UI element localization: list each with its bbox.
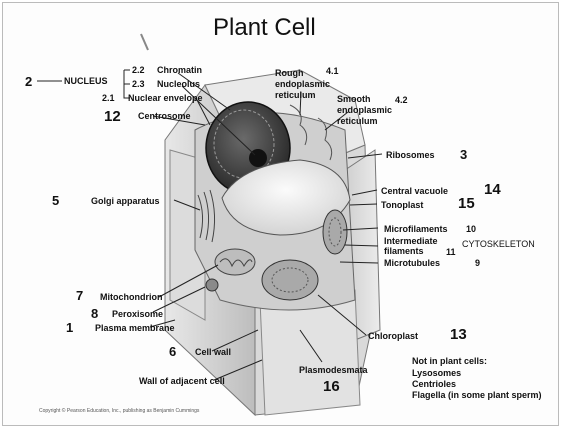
nucleus-label: NUCLEUS xyxy=(64,76,108,86)
rough-er-label-line1: Rough xyxy=(275,68,304,78)
mitochondrion xyxy=(215,249,255,275)
golgi-label: Golgi apparatus xyxy=(91,196,160,206)
nucleolus-number: 2.3 xyxy=(132,79,145,89)
nucleus-number: 2 xyxy=(25,74,32,89)
smooth-er-label-line3: reticulum xyxy=(337,116,378,126)
not-in-plant-item-centrioles: Centrioles xyxy=(412,379,456,389)
plasma-membrane-number: 1 xyxy=(66,320,73,335)
page-title: Plant Cell xyxy=(213,14,316,42)
nucleolus-label: Nucleolus xyxy=(157,79,200,89)
chloroplast-number: 13 xyxy=(450,326,467,343)
smooth-er-number: 4.2 xyxy=(395,95,408,105)
central-vacuole-label: Central vacuole xyxy=(381,186,448,196)
not-in-plant-item-flagella: Flagella (in some plant sperm) xyxy=(412,390,542,400)
plasmodesmata-label: Plasmodesmata xyxy=(299,365,368,375)
not-in-plant-cells-title: Not in plant cells: xyxy=(412,356,487,366)
peroxisome-label: Peroxisome xyxy=(112,309,163,319)
microtubules-number: 9 xyxy=(475,258,480,268)
rough-er-label-line3: reticulum xyxy=(275,90,316,100)
central-vacuole-number: 14 xyxy=(484,181,501,198)
centrosome-number: 12 xyxy=(104,108,121,125)
wall-of-adjacent-cell-label: Wall of adjacent cell xyxy=(139,376,225,386)
plasmodesmata-number: 16 xyxy=(323,378,340,395)
cytoskeleton-label: CYTOSKELETON xyxy=(462,239,535,249)
centrosome-label: Centrosome xyxy=(138,111,191,121)
cell-wall-number: 6 xyxy=(169,344,176,359)
tonoplast-label: Tonoplast xyxy=(381,200,423,210)
copyright-notice: Copyright © Pearson Education, Inc., pub… xyxy=(39,408,199,414)
nuclear-envelope-label: Nuclear envelope xyxy=(128,93,203,103)
chromatin-number: 2.2 xyxy=(132,65,145,75)
pen-mark xyxy=(141,34,148,50)
microfilaments-label: Microfilaments xyxy=(384,224,448,234)
ribosomes-number: 3 xyxy=(460,147,467,162)
plasma-membrane-label: Plasma membrane xyxy=(95,323,175,333)
golgi-number: 5 xyxy=(52,193,59,208)
intermediate-filaments-line2: filaments xyxy=(384,246,424,256)
peroxisome xyxy=(206,279,218,291)
ribosomes-label: Ribosomes xyxy=(386,150,435,160)
rough-er-number: 4.1 xyxy=(326,66,339,76)
chromatin-label: Chromatin xyxy=(157,65,202,75)
smooth-er-label-line1: Smooth xyxy=(337,94,371,104)
mitochondrion-label: Mitochondrion xyxy=(100,292,163,302)
nuclear-envelope-number: 2.1 xyxy=(102,93,115,103)
intermediate-filaments-line1: Intermediate xyxy=(384,236,438,246)
intermediate-filaments-number: 11 xyxy=(446,247,456,257)
mitochondrion-number: 7 xyxy=(76,288,83,303)
microfilaments-number: 10 xyxy=(466,224,476,234)
rough-er-label-line2: endoplasmic xyxy=(275,79,330,89)
microtubules-label: Microtubules xyxy=(384,258,440,268)
cell-wall-label: Cell wall xyxy=(195,347,231,357)
peroxisome-number: 8 xyxy=(91,306,98,321)
tonoplast-number: 15 xyxy=(458,195,475,212)
chloroplast-label: Chloroplast xyxy=(368,331,418,341)
smooth-er-label-line2: endoplasmic xyxy=(337,105,392,115)
not-in-plant-item-lysosomes: Lysosomes xyxy=(412,368,461,378)
